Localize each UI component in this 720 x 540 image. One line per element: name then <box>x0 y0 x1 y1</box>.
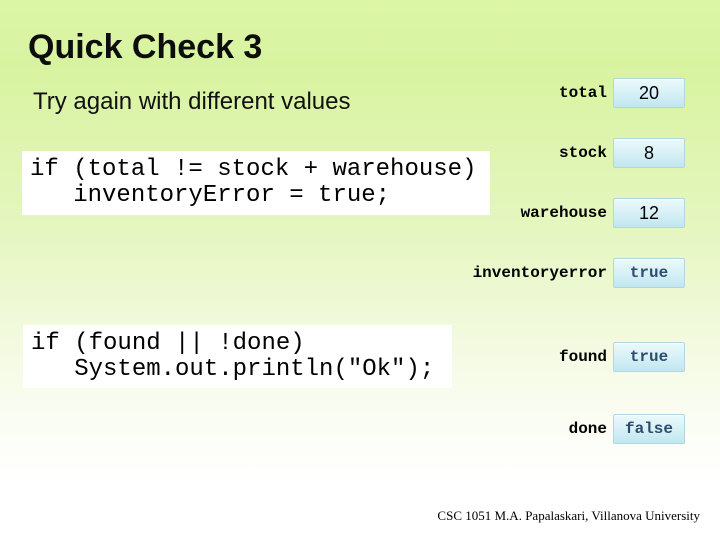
variable-row-total: total 20 <box>300 78 685 108</box>
variable-value: true <box>629 264 669 282</box>
slide-subtitle: Try again with different values <box>33 88 351 115</box>
code-line: inventoryError = true; <box>30 182 391 209</box>
code-line: System.out.println("Ok"); <box>31 356 435 383</box>
code-box-found-done: if (found || !done) System.out.println("… <box>23 325 452 388</box>
slide-title: Quick Check 3 <box>28 28 263 66</box>
variable-value: 20 <box>638 82 660 103</box>
code-line: if (total != stock + warehouse) <box>30 156 477 183</box>
variable-value-box: 8 <box>613 138 685 168</box>
code-box-inventory: if (total != stock + warehouse) inventor… <box>22 151 490 215</box>
variable-value-box: 20 <box>613 78 685 108</box>
variable-row-found: found true <box>300 342 685 372</box>
variable-row-stock: stock 8 <box>300 138 685 168</box>
variable-value-box: 12 <box>613 198 685 228</box>
variable-label: stock <box>558 144 607 162</box>
variable-label: found <box>558 348 607 366</box>
variable-label: total <box>558 84 607 102</box>
variable-value: false <box>624 420 673 438</box>
slide-footer-credit: CSC 1051 M.A. Papalaskari, Villanova Uni… <box>437 508 700 523</box>
variable-row-inventoryerror: inventoryerror true <box>300 258 685 288</box>
variable-label: inventoryerror <box>472 264 607 282</box>
variable-value: 8 <box>643 142 654 163</box>
variable-value-box: true <box>613 342 685 372</box>
variable-label: warehouse <box>520 204 607 222</box>
variable-row-done: done false <box>300 414 685 444</box>
code-line: if (found || !done) <box>31 330 305 357</box>
variable-value-box: false <box>613 414 685 444</box>
variable-value-box: true <box>613 258 685 288</box>
variable-value: 12 <box>638 202 660 223</box>
variable-row-warehouse: warehouse 12 <box>300 198 685 228</box>
variable-label: done <box>568 420 607 438</box>
variable-value: true <box>629 348 669 366</box>
